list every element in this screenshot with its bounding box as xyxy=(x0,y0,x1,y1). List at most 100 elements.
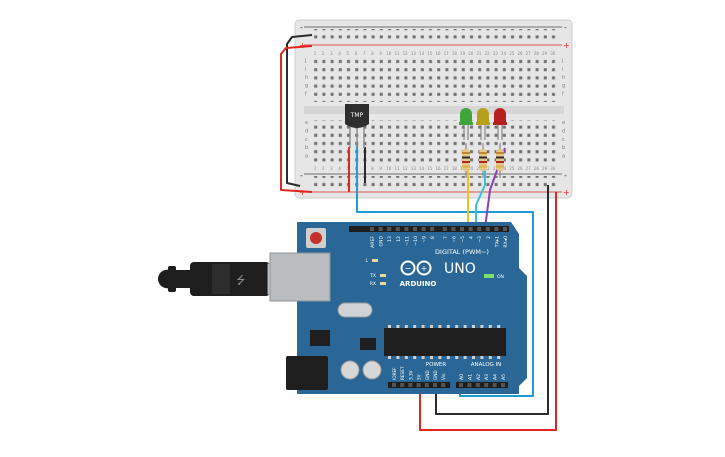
analog-pin-socket[interactable] xyxy=(459,383,463,387)
power-pin-label: IOREF xyxy=(392,367,397,380)
wire-led-cyan xyxy=(475,160,486,228)
digital-pin-label: ~6 xyxy=(451,236,457,243)
column-number-top: 29 xyxy=(542,51,548,56)
arduino-uno[interactable]: − + ARDUINO UNO DIGITAL (PWM~) POWER ANA… xyxy=(269,222,527,394)
chip-pin xyxy=(413,325,417,328)
usb-symbol-icon: ⭍ xyxy=(236,274,245,287)
power-pin-socket[interactable] xyxy=(424,383,429,387)
column-number-bottom: 10 xyxy=(386,166,392,171)
resistor-band xyxy=(462,152,470,154)
resistor-band xyxy=(479,161,487,163)
analog-pin-socket[interactable] xyxy=(501,383,505,387)
column-number-bottom: 1 xyxy=(314,166,317,171)
row-letter-left: f xyxy=(305,92,307,98)
digital-pin-socket[interactable] xyxy=(413,227,417,231)
wire-left-red-rail xyxy=(280,45,313,193)
column-number-top: 28 xyxy=(534,51,540,56)
digital-pin-socket[interactable] xyxy=(378,227,383,231)
arduino-board xyxy=(297,222,527,394)
digital-pin-socket[interactable] xyxy=(451,227,456,231)
column-number-bottom: 25 xyxy=(509,166,515,171)
digital-pin-socket[interactable] xyxy=(442,227,447,231)
resistor-band xyxy=(496,152,504,154)
voltage-regulator xyxy=(310,330,330,346)
column-number-top: 22 xyxy=(485,51,491,56)
digital-pin-socket[interactable] xyxy=(370,227,374,231)
column-number-top: 23 xyxy=(493,51,499,56)
chip-pin xyxy=(404,325,408,328)
resistor[interactable] xyxy=(496,143,504,178)
analog-pin-socket[interactable] xyxy=(475,383,480,387)
power-pin-socket[interactable] xyxy=(441,383,446,387)
column-number-top: 27 xyxy=(526,51,532,56)
wire-gnd-black xyxy=(435,185,549,415)
power-pin-label: RESET xyxy=(400,366,405,380)
chip-pin xyxy=(396,356,400,359)
digital-pin-label: ~9 xyxy=(422,236,428,243)
digital-pin-socket[interactable] xyxy=(387,227,392,231)
column-number-top: 9 xyxy=(379,51,382,56)
analog-pin-socket[interactable] xyxy=(484,383,489,387)
reset-button[interactable] xyxy=(310,232,322,244)
digital-pin-socket[interactable] xyxy=(494,227,499,231)
digital-pin-socket[interactable] xyxy=(468,227,473,231)
digital-header-label: DIGITAL (PWM~) xyxy=(435,248,489,256)
digital-pin-label: ~11 xyxy=(404,236,410,246)
column-number-bottom: 29 xyxy=(542,166,548,171)
digital-pin-label: 7 xyxy=(443,236,449,239)
column-number-top: 2 xyxy=(322,51,325,56)
led-rim xyxy=(476,122,490,125)
chip-pin xyxy=(421,356,425,359)
led-body xyxy=(477,108,489,124)
chip-pin xyxy=(446,325,450,328)
row-letter-left: a xyxy=(305,154,308,160)
digital-pin-socket[interactable] xyxy=(485,227,490,231)
chip-pin xyxy=(488,325,492,328)
digital-pin-socket[interactable] xyxy=(404,227,409,231)
digital-pin-socket[interactable] xyxy=(477,227,482,231)
led[interactable] xyxy=(459,108,473,140)
resistor[interactable] xyxy=(462,143,470,178)
digital-pin-socket[interactable] xyxy=(430,227,435,231)
column-number-top: 30 xyxy=(550,51,556,56)
resistor-band xyxy=(496,156,504,159)
resistor-band xyxy=(479,152,487,154)
svg-text:−: − xyxy=(405,264,412,273)
column-number-top: 19 xyxy=(460,51,466,56)
arduino-logo: − + xyxy=(400,260,432,276)
cable-ferrule xyxy=(168,266,176,292)
column-number-top: 8 xyxy=(371,51,374,56)
chip-pin xyxy=(446,356,450,359)
analog-pin-socket[interactable] xyxy=(492,383,497,387)
power-pin-socket[interactable] xyxy=(433,383,437,387)
led-body xyxy=(460,108,472,124)
column-number-bottom: 17 xyxy=(444,166,450,171)
digital-pin-socket[interactable] xyxy=(421,227,426,231)
power-pin-socket[interactable] xyxy=(400,383,405,387)
led[interactable] xyxy=(493,108,507,140)
microcontroller-chip xyxy=(384,328,506,356)
column-number-top: 4 xyxy=(338,51,341,56)
column-number-bottom: 3 xyxy=(330,166,333,171)
digital-pin-socket[interactable] xyxy=(395,227,400,231)
row-letter-right: a xyxy=(562,154,565,160)
bottom-rail-minus-label: - xyxy=(300,171,303,180)
resistor-band xyxy=(479,165,487,168)
digital-pin-socket[interactable] xyxy=(460,227,464,231)
chip-pin xyxy=(463,356,467,359)
temperature-sensor[interactable]: TMP xyxy=(345,104,369,148)
sensor-label: TMP xyxy=(350,112,364,119)
analog-pin-socket[interactable] xyxy=(467,383,472,387)
led[interactable] xyxy=(476,108,490,140)
top-rail-minus-label-right: - xyxy=(564,23,567,32)
top-rail-plus-label-right: + xyxy=(563,41,570,50)
row-letter-left: c xyxy=(305,137,308,143)
resistor[interactable] xyxy=(479,143,487,178)
column-number-top: 12 xyxy=(403,51,409,56)
power-pin-socket[interactable] xyxy=(408,383,413,387)
digital-pin-socket[interactable] xyxy=(503,227,507,231)
column-number-bottom: 8 xyxy=(371,166,374,171)
power-pin-socket[interactable] xyxy=(416,383,421,387)
power-pin-socket[interactable] xyxy=(392,383,396,387)
